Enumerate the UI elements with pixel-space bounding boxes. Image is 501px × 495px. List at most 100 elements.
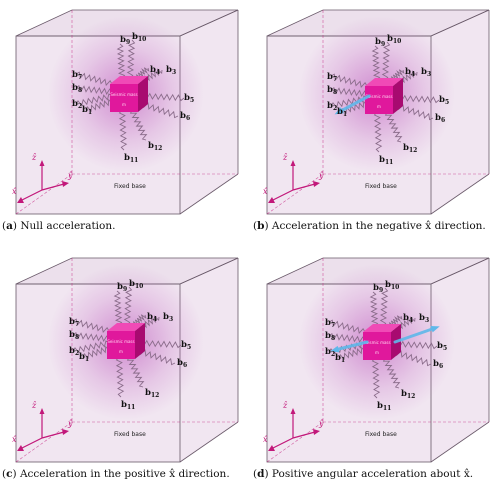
spring-b5 — [398, 94, 440, 104]
spring-b5 — [143, 92, 185, 102]
caption-d: (d) Positive angular acceleration about … — [253, 468, 474, 480]
spring-label-b4: b4 — [405, 67, 415, 78]
diagram-c: Seismic massmb1b2b3b4b5b6b7b8b9b10b11b12… — [12, 257, 239, 463]
mass-label: Seismic mass — [365, 94, 392, 99]
spring-b10 — [379, 287, 389, 327]
spring-label-b6: b6 — [433, 359, 443, 370]
spring-label-b2: b2 — [327, 101, 337, 112]
spring-b6 — [138, 349, 176, 366]
spring-b12 — [129, 109, 148, 141]
x-axis-label: x̂ — [12, 187, 17, 196]
spring-b10 — [126, 39, 136, 79]
caption-tag: d — [257, 468, 265, 480]
spring-label-b11: b11 — [124, 153, 138, 164]
spring-label-b11: b11 — [379, 155, 393, 166]
mass-label: Seismic mass — [363, 340, 390, 345]
y-axis-label: ŷ — [318, 419, 324, 428]
spring-label-b12: b12 — [145, 388, 159, 399]
diagram-b: Seismic massmb1b2b3b4b5b6b7b8b9b10b11b12… — [263, 9, 490, 215]
x-axis — [21, 189, 43, 201]
spring-label-b10: b10 — [387, 34, 401, 45]
mass-symbol: m — [119, 349, 123, 354]
spring-b9 — [369, 291, 379, 327]
x-axis — [21, 437, 43, 449]
spring-label-b1: b1 — [79, 352, 89, 363]
spring-b6 — [141, 102, 179, 119]
x-axis — [272, 189, 294, 201]
mass-symbol: m — [375, 350, 379, 355]
spring-label-b2: b2 — [69, 346, 79, 357]
spring-b9 — [371, 45, 381, 81]
acceleration-arrow — [393, 326, 437, 344]
fixed-base-label: Fixed base — [365, 431, 397, 438]
mass-side-face — [393, 78, 403, 114]
coordinate-axes: ẑ ŷ x̂ — [263, 153, 324, 203]
spring-b7 — [72, 318, 110, 334]
z-axis-label: ẑ — [282, 153, 288, 162]
spring-label-b11: b11 — [121, 400, 135, 411]
y-axis — [292, 431, 316, 439]
caption-a: (a) Null acceleration. — [2, 220, 116, 232]
spring-b7 — [328, 319, 366, 335]
spring-label-b8: b8 — [327, 85, 337, 96]
seismic-mass: Seismic mass m — [107, 323, 145, 359]
fixed-base-label: Fixed base — [114, 431, 146, 438]
mass-top-face — [110, 76, 148, 84]
y-axis — [41, 431, 65, 439]
spring-b10 — [123, 286, 133, 326]
spring-label-b8: b8 — [69, 330, 79, 341]
mass-label: Seismic mass — [110, 92, 137, 97]
spring-label-b7: b7 — [69, 317, 79, 328]
spring-b12 — [382, 357, 401, 389]
arrow-head — [334, 107, 344, 115]
diagram-d: Seismic massmb1b2b3b4b5b6b7b8b9b10b11b12… — [263, 257, 490, 463]
x-axis — [272, 437, 294, 449]
x-axis-label: x̂ — [263, 187, 268, 196]
caption-b: (b) Acceleration in the negative x̂ dire… — [253, 220, 486, 232]
y-axis — [292, 183, 316, 191]
z-axis-label: ẑ — [282, 401, 288, 410]
spring-b9 — [116, 43, 126, 79]
y-axis-label: ŷ — [318, 171, 324, 180]
spring-label-b2: b2 — [72, 99, 82, 110]
mass-front-face — [110, 84, 138, 112]
caption-tag: b — [257, 220, 265, 232]
mass-label: Seismic mass — [107, 339, 134, 344]
spring-b7 — [75, 71, 113, 87]
coordinate-axes: ẑ ŷ x̂ — [12, 153, 73, 203]
fixed-base-label: Fixed base — [114, 183, 146, 190]
spring-label-b9: b9 — [375, 37, 385, 48]
spring-b11 — [115, 356, 125, 398]
y-axis-label: ŷ — [67, 171, 73, 180]
spring-b7 — [330, 73, 368, 89]
spring-b5 — [140, 339, 182, 349]
spring-label-b3: b3 — [166, 65, 176, 76]
spring-label-b12: b12 — [403, 143, 417, 154]
spring-label-b8: b8 — [72, 83, 82, 94]
mass-top-face — [363, 324, 401, 332]
spring-b12 — [126, 356, 145, 388]
spring-b8 — [72, 331, 110, 343]
caption-tag: c — [6, 468, 13, 480]
spring-b2 — [72, 340, 110, 354]
mass-front-face — [107, 331, 135, 359]
spring-label-b12: b12 — [401, 389, 415, 400]
spring-label-b9: b9 — [117, 282, 127, 293]
arrow-head — [330, 345, 340, 353]
spring-label-b10: b10 — [132, 32, 146, 43]
spring-label-b8: b8 — [325, 331, 335, 342]
arrow-head — [430, 326, 440, 333]
fixed-base-label: Fixed base — [365, 183, 397, 190]
spring-label-b3: b3 — [419, 313, 429, 324]
spring-label-b7: b7 — [325, 318, 335, 329]
mass-top-face — [107, 323, 145, 331]
spring-label-b7: b7 — [72, 70, 82, 81]
z-axis-label: ẑ — [31, 153, 37, 162]
spring-b8 — [328, 332, 366, 344]
spring-label-b3: b3 — [163, 312, 173, 323]
spring-label-b3: b3 — [421, 67, 431, 78]
spring-b11 — [371, 357, 381, 399]
